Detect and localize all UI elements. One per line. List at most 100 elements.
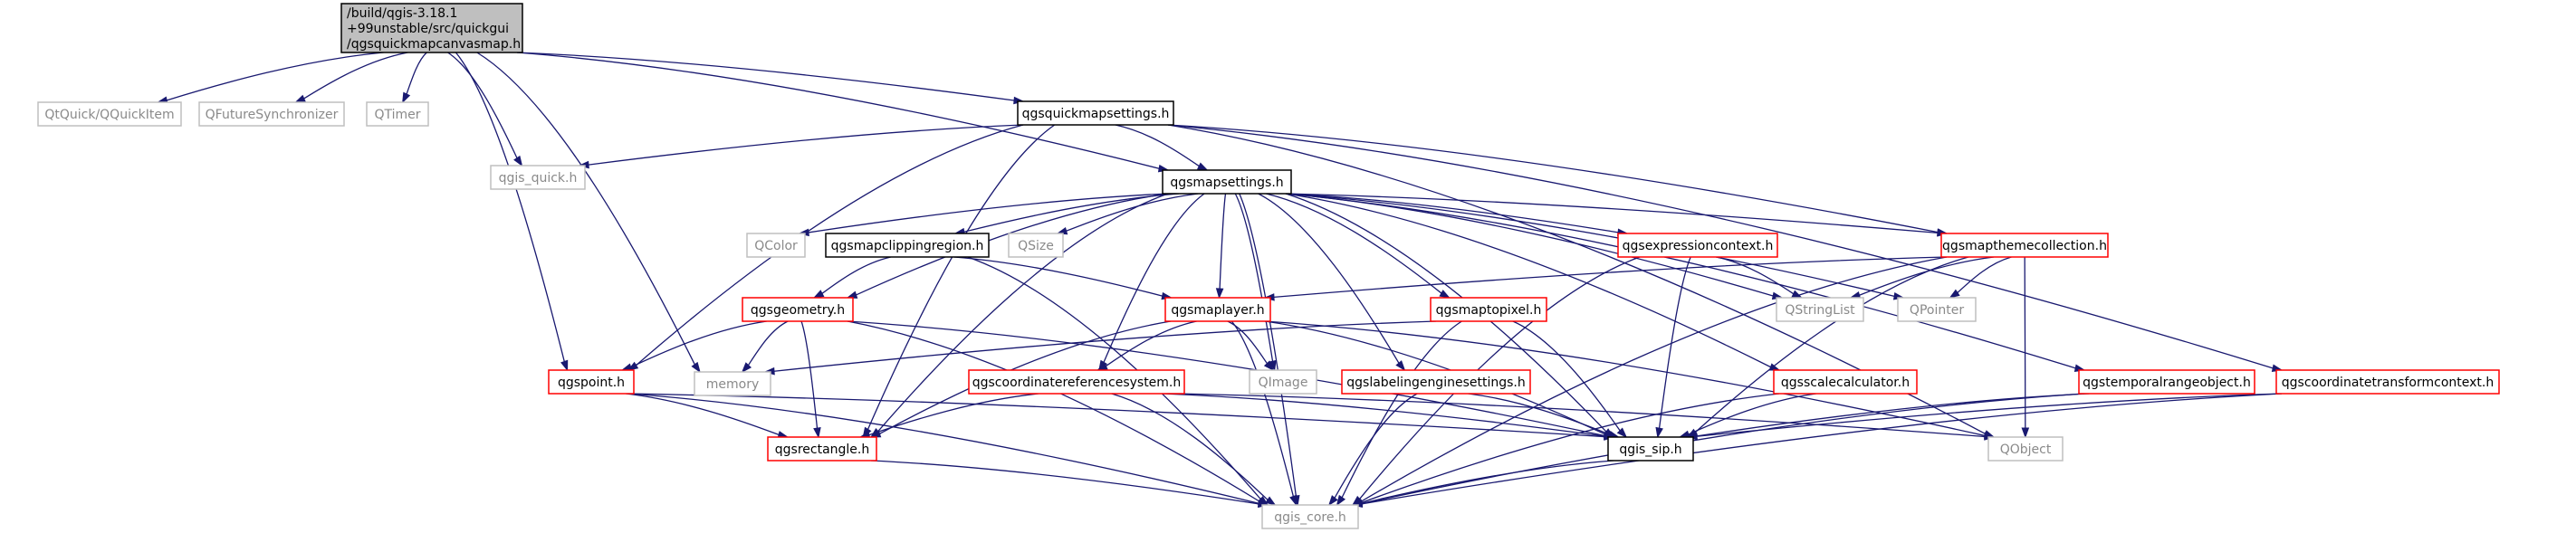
node-qgis-sip[interactable]: qgis_sip.h — [1607, 436, 1694, 462]
node-label: qgstemporalrangeobject.h — [2083, 376, 2251, 390]
node-qgsrectangle[interactable]: qgsrectangle.h — [767, 436, 877, 462]
node-box — [1607, 436, 1694, 462]
edge-line — [627, 393, 1605, 438]
node-qgis-quick: qgis_quick.h — [490, 165, 586, 190]
edge-qgsmapsettings-to-qgsmapclippingregion — [953, 193, 1180, 236]
edge-root-to-qtimer — [402, 52, 427, 104]
edge-line — [879, 320, 1172, 434]
edge-line — [1264, 320, 1605, 435]
edge-line — [630, 320, 767, 368]
edge-qgsscalecalculator-to-qgis_sip — [1678, 393, 1816, 438]
node-label: qgis_quick.h — [499, 171, 578, 186]
node-box — [1940, 233, 2109, 258]
edge-root-to-memory — [476, 52, 701, 374]
node-box — [198, 101, 345, 127]
node-box — [742, 297, 854, 322]
node-qgsmapsettings[interactable]: qgsmapsettings.h — [1162, 169, 1292, 195]
node-qgsgeometry[interactable]: qgsgeometry.h — [742, 297, 854, 322]
edge-qgsgeometry-to-qgis_core — [847, 320, 1269, 506]
edge-line — [1111, 393, 1269, 500]
arrowhead-icon — [1768, 363, 1781, 371]
arrowhead-icon — [513, 155, 523, 167]
node-qgsscalecalculator[interactable]: qgsscalecalculator.h — [1773, 369, 1918, 395]
node-root[interactable]: /build/qgis-3.18.1+99unstable/src/quickg… — [340, 3, 523, 53]
edge-qgsmapsettings-to-qgsscalecalculator — [1285, 193, 1781, 371]
node-box — [746, 233, 806, 258]
edge-line — [516, 52, 1160, 169]
arrowhead-icon — [402, 91, 411, 104]
edge-line — [856, 193, 1169, 296]
edge-line — [1285, 193, 1619, 233]
edge-line — [1167, 124, 2274, 369]
node-qgsexpressioncontext[interactable]: qgsexpressioncontext.h — [1617, 233, 1778, 258]
edge-line — [1696, 393, 2283, 437]
node-qstringlist: QStringList — [1776, 297, 1864, 322]
node-label: QPointer — [1910, 303, 1964, 318]
node-box — [968, 369, 1185, 395]
node-qgscoordinatetransformcontext[interactable]: qgscoordinatetransformcontext.h — [2275, 369, 2500, 395]
node-qgsmapthemecollection[interactable]: qgsmapthemecollection.h — [1940, 233, 2109, 258]
node-box — [1430, 297, 1547, 322]
node-qgsmaptopixel[interactable]: qgsmaptopixel.h — [1430, 297, 1547, 322]
arrowhead-icon — [813, 426, 821, 439]
node-box — [548, 369, 635, 395]
edge-qgslabelingenginesettings-to-qgis_core — [1327, 393, 1418, 507]
node-label: qgsrectangle.h — [775, 443, 869, 457]
node-label: qgsmapthemecollection.h — [1942, 239, 2107, 253]
node-box — [825, 233, 990, 258]
edge-root-to-qgis_quick — [447, 52, 523, 167]
edge-qgsmapsettings-to-qgslabelingenginesettings — [1258, 193, 1406, 372]
edge-qgsmapsettings-to-qimage — [1234, 193, 1277, 372]
edge-line — [1227, 320, 1268, 365]
edge-qgscoordinatereferencesystem-to-qobject — [1178, 393, 1996, 441]
node-qgslabelingenginesettings[interactable]: qgslabelingenginesettings.h — [1341, 369, 1531, 395]
node-label: qgsgeometry.h — [751, 303, 845, 318]
edge-line — [627, 393, 1259, 504]
node-qgspoint[interactable]: qgspoint.h — [548, 369, 635, 395]
edge-line — [1258, 193, 1400, 364]
edge-qgsgeometry-to-memory — [741, 320, 789, 374]
node-box — [2078, 369, 2255, 395]
node-box — [340, 3, 523, 53]
node-label: QTimer — [374, 108, 420, 122]
node-box — [694, 371, 771, 396]
edge-qgscoordinatereferencesystem-to-qgis_core — [1111, 393, 1277, 506]
edge-qgsrectangle-to-qgis_core — [870, 460, 1269, 509]
edge-line — [1105, 320, 1197, 367]
edge-qgsmaplayer-to-qimage — [1227, 320, 1275, 372]
node-label: QFutureSynchronizer — [206, 108, 339, 122]
edge-line — [1178, 393, 1986, 438]
node-qgstemporalrangeobject[interactable]: qgstemporalrangeobject.h — [2078, 369, 2255, 395]
edge-qgsmapthemecollection-to-qstringlist — [1849, 256, 1995, 300]
node-qgscoordinatereferencesystem[interactable]: qgscoordinatereferencesystem.h — [968, 369, 1185, 395]
node-box — [1773, 369, 1918, 395]
node-qtimer: QTimer — [366, 101, 429, 127]
node-label: +99unstable/src/quickgui — [347, 22, 509, 36]
edge-line — [303, 52, 408, 100]
node-box — [767, 436, 877, 462]
arrowhead-icon — [1336, 494, 1346, 507]
node-qgsquickmapsettings[interactable]: qgsquickmapsettings.h — [1017, 100, 1174, 126]
edge-qgsmapthemecollection-to-qgsmaplayer — [1263, 256, 1948, 301]
edge-qgsgeometry-to-qgspoint — [620, 320, 767, 371]
node-label: qgsscalecalculator.h — [1781, 376, 1910, 390]
edge-line — [1512, 320, 1621, 432]
edge-line — [1360, 256, 1948, 502]
node-qgsmapclippingregion[interactable]: qgsmapclippingregion.h — [825, 233, 990, 258]
node-qfuturesynchronizer: QFutureSynchronizer — [198, 101, 345, 127]
edge-line — [1361, 460, 1614, 504]
edge-qgsmapclippingregion-to-qgsmaplayer — [953, 256, 1173, 300]
edge-qgsmapsettings-to-qgsmaplayer — [1215, 193, 1227, 300]
edge-line — [1694, 256, 1969, 433]
edge-qgsmapsettings-to-qgscoordinatereferencesystem — [1098, 193, 1205, 372]
node-box — [1987, 436, 2064, 462]
edge-line — [800, 320, 819, 429]
edge-line — [953, 256, 1163, 297]
node-qgsmaplayer[interactable]: qgsmaplayer.h — [1164, 297, 1271, 322]
edge-line — [963, 193, 1180, 233]
edge-line — [455, 52, 565, 362]
edge-qgslabelingenginesettings-to-qgis_sip — [1468, 393, 1620, 439]
edge-qgsquickmapsettings-to-qgis_quick — [578, 124, 1024, 169]
edge-line — [870, 460, 1259, 505]
edge-line — [166, 52, 384, 101]
